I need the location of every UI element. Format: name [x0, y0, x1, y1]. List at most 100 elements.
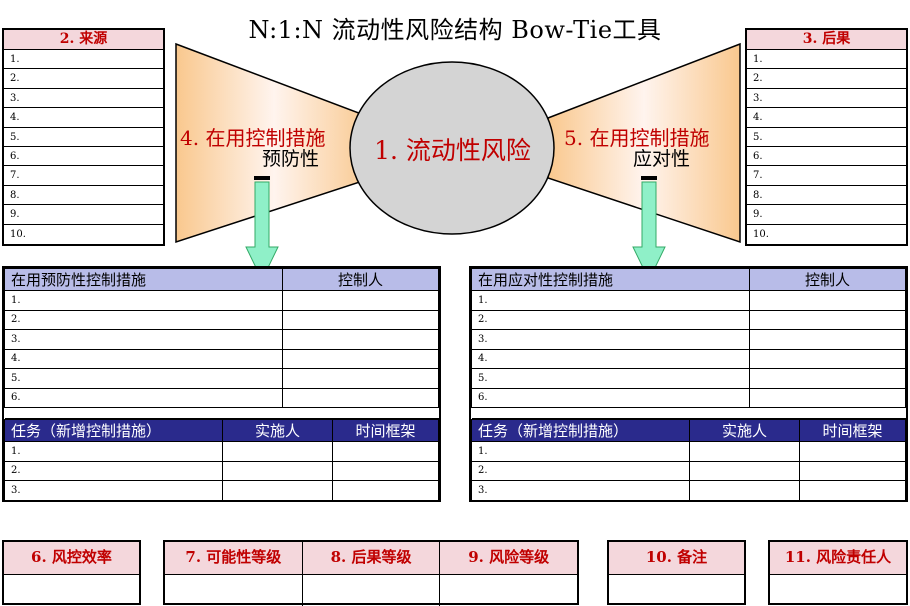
list-item[interactable]: 8.	[747, 186, 906, 206]
impact-value-cell[interactable]	[301, 575, 440, 606]
table-cell[interactable]: 2.	[4, 309, 283, 330]
risk-level-value-cell[interactable]	[439, 575, 577, 606]
table-cell[interactable]	[222, 441, 333, 462]
table-row: 2.	[4, 309, 439, 330]
list-item[interactable]: 9.	[4, 205, 163, 225]
table-cell[interactable]: 4.	[4, 348, 283, 369]
table-cell[interactable]: 3.	[471, 480, 690, 501]
preventive-controls-table: 在用预防性控制措施 控制人 1. 2. 3. 4. 5. 6. 任务（新增控制措…	[2, 266, 441, 502]
page-title: N:1:N 流动性风险结构 Bow-Tie工具	[248, 16, 662, 44]
task-header: 任务（新增控制措施）	[4, 419, 223, 442]
list-item[interactable]: 10.	[753, 228, 769, 240]
rating-box: 7. 可能性等级 8. 后果等级 9. 风险等级	[163, 540, 579, 606]
left-wing-subtitle: 预防性	[262, 148, 320, 170]
list-item[interactable]: 2.	[4, 69, 163, 89]
table-row: 1.	[471, 290, 906, 311]
table-cell[interactable]	[282, 387, 439, 408]
risk-level-header: 9. 风险等级	[439, 542, 578, 574]
table-cell[interactable]: 5.	[4, 368, 283, 389]
owner-box: 11. 风险责任人	[768, 540, 908, 605]
table-row: 5.	[4, 368, 439, 389]
list-item[interactable]: 2.	[747, 69, 906, 89]
right-arrow-icon	[632, 176, 666, 282]
table-row: 2.	[471, 309, 906, 330]
list-item[interactable]: 8.	[4, 186, 163, 206]
impact-header: 8. 后果等级	[301, 542, 440, 574]
table-cell[interactable]: 3.	[471, 329, 750, 350]
table-cell[interactable]: 1.	[471, 441, 690, 462]
table-cell[interactable]: 6.	[471, 387, 750, 408]
table-cell[interactable]	[799, 460, 906, 481]
table-cell[interactable]	[749, 309, 906, 330]
likelihood-value-cell[interactable]	[165, 575, 302, 606]
list-item[interactable]: 3.	[4, 89, 163, 109]
list-item[interactable]: 7.	[4, 166, 163, 186]
table-cell[interactable]: 2.	[471, 460, 690, 481]
list-item[interactable]: 10.	[10, 228, 26, 240]
owner-header: 11. 风险责任人	[770, 542, 906, 575]
table-cell[interactable]: 1.	[4, 441, 223, 462]
list-item[interactable]: 6.	[747, 147, 906, 167]
table-cell[interactable]: 3.	[4, 480, 223, 501]
table-cell[interactable]	[799, 441, 906, 462]
table-cell[interactable]: 2.	[471, 309, 750, 330]
table-row: 5.	[471, 368, 906, 389]
table-cell[interactable]	[689, 460, 800, 481]
right-wing-subtitle: 应对性	[633, 148, 691, 170]
table-cell[interactable]	[332, 480, 439, 501]
table-row: 3.	[4, 329, 439, 350]
task-header: 任务（新增控制措施）	[471, 419, 690, 442]
table-cell[interactable]	[222, 460, 333, 481]
table-cell[interactable]	[282, 329, 439, 350]
table-cell[interactable]	[282, 290, 439, 311]
table-cell[interactable]: 3.	[4, 329, 283, 350]
notes-box: 10. 备注	[607, 540, 746, 605]
list-item[interactable]: 4.	[747, 108, 906, 128]
table-cell[interactable]	[222, 480, 333, 501]
list-item[interactable]: 5.	[747, 128, 906, 147]
table-cell[interactable]	[799, 480, 906, 501]
spacer-row	[471, 407, 906, 419]
notes-value-cell[interactable]	[609, 575, 744, 606]
table-cell[interactable]: 1.	[471, 290, 750, 311]
table-cell[interactable]	[282, 348, 439, 369]
timeframe-header: 时间框架	[799, 419, 906, 442]
preventive-owner-header: 控制人	[282, 268, 439, 291]
table-cell[interactable]	[332, 460, 439, 481]
table-cell[interactable]	[749, 348, 906, 369]
effectiveness-value-cell[interactable]	[4, 575, 139, 606]
table-cell[interactable]	[282, 368, 439, 389]
likelihood-header: 7. 可能性等级	[165, 542, 302, 574]
list-item[interactable]: 1.	[4, 50, 163, 70]
table-cell[interactable]: 2.	[4, 460, 223, 481]
list-item[interactable]: 5.	[4, 128, 163, 147]
list-item[interactable]: 4.	[4, 108, 163, 128]
table-cell[interactable]	[749, 290, 906, 311]
table-cell[interactable]	[689, 441, 800, 462]
table-cell[interactable]: 1.	[4, 290, 283, 311]
owner-value-cell[interactable]	[770, 575, 906, 606]
list-item[interactable]: 1.	[747, 50, 906, 70]
list-item[interactable]: 7.	[747, 166, 906, 186]
response-controls-table: 在用应对性控制措施 控制人 1. 2. 3. 4. 5. 6. 任务（新增控制措…	[469, 266, 908, 502]
table-cell[interactable]	[332, 441, 439, 462]
consequences-list: 3. 后果 1. 2. 3. 4. 5. 6. 7. 8. 9. 10.	[745, 28, 908, 246]
list-item[interactable]: 9.	[747, 205, 906, 225]
table-cell[interactable]	[749, 387, 906, 408]
list-item[interactable]: 3.	[747, 89, 906, 109]
list-item[interactable]: 6.	[4, 147, 163, 167]
table-row: 3.	[4, 480, 439, 501]
table-row: 2.	[471, 460, 906, 481]
table-cell[interactable]: 6.	[4, 387, 283, 408]
table-cell[interactable]	[749, 329, 906, 350]
table-cell[interactable]	[689, 480, 800, 501]
table-cell[interactable]	[282, 309, 439, 330]
table-cell[interactable]	[749, 368, 906, 389]
timeframe-header: 时间框架	[332, 419, 439, 442]
table-row: 3.	[471, 329, 906, 350]
table-row: 1.	[471, 441, 906, 462]
table-row: 6.	[471, 387, 906, 408]
table-cell[interactable]: 4.	[471, 348, 750, 369]
table-cell[interactable]: 5.	[471, 368, 750, 389]
